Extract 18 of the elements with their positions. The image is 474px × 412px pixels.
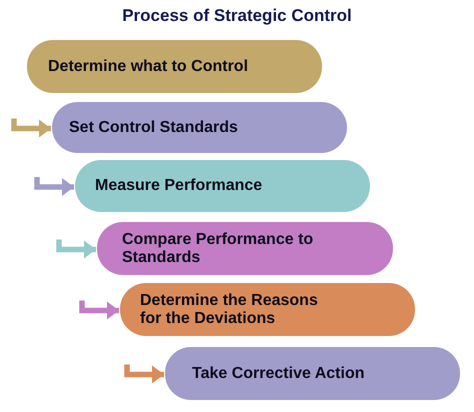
step-pill <box>165 347 460 400</box>
step-pill <box>27 40 322 93</box>
step-label: Compare Performance to Standards <box>122 230 314 266</box>
bent-arrow <box>79 300 119 320</box>
step-label: Set Control Standards <box>69 118 238 136</box>
step-pill <box>120 283 415 336</box>
step-pill <box>75 160 370 212</box>
step-pill <box>52 102 347 153</box>
step-label: Measure Performance <box>95 177 262 195</box>
step-label: Determine the Reasons for the Deviations <box>140 292 319 328</box>
bent-arrow <box>11 118 51 138</box>
bent-arrow <box>34 177 74 196</box>
step-label: Take Corrective Action <box>192 364 364 382</box>
step-label: Determine what to Control <box>48 58 248 76</box>
step-pill <box>97 222 393 275</box>
bent-arrow <box>56 240 96 258</box>
title: Process of Strategic Control <box>122 6 352 26</box>
bent-arrow <box>124 364 164 384</box>
